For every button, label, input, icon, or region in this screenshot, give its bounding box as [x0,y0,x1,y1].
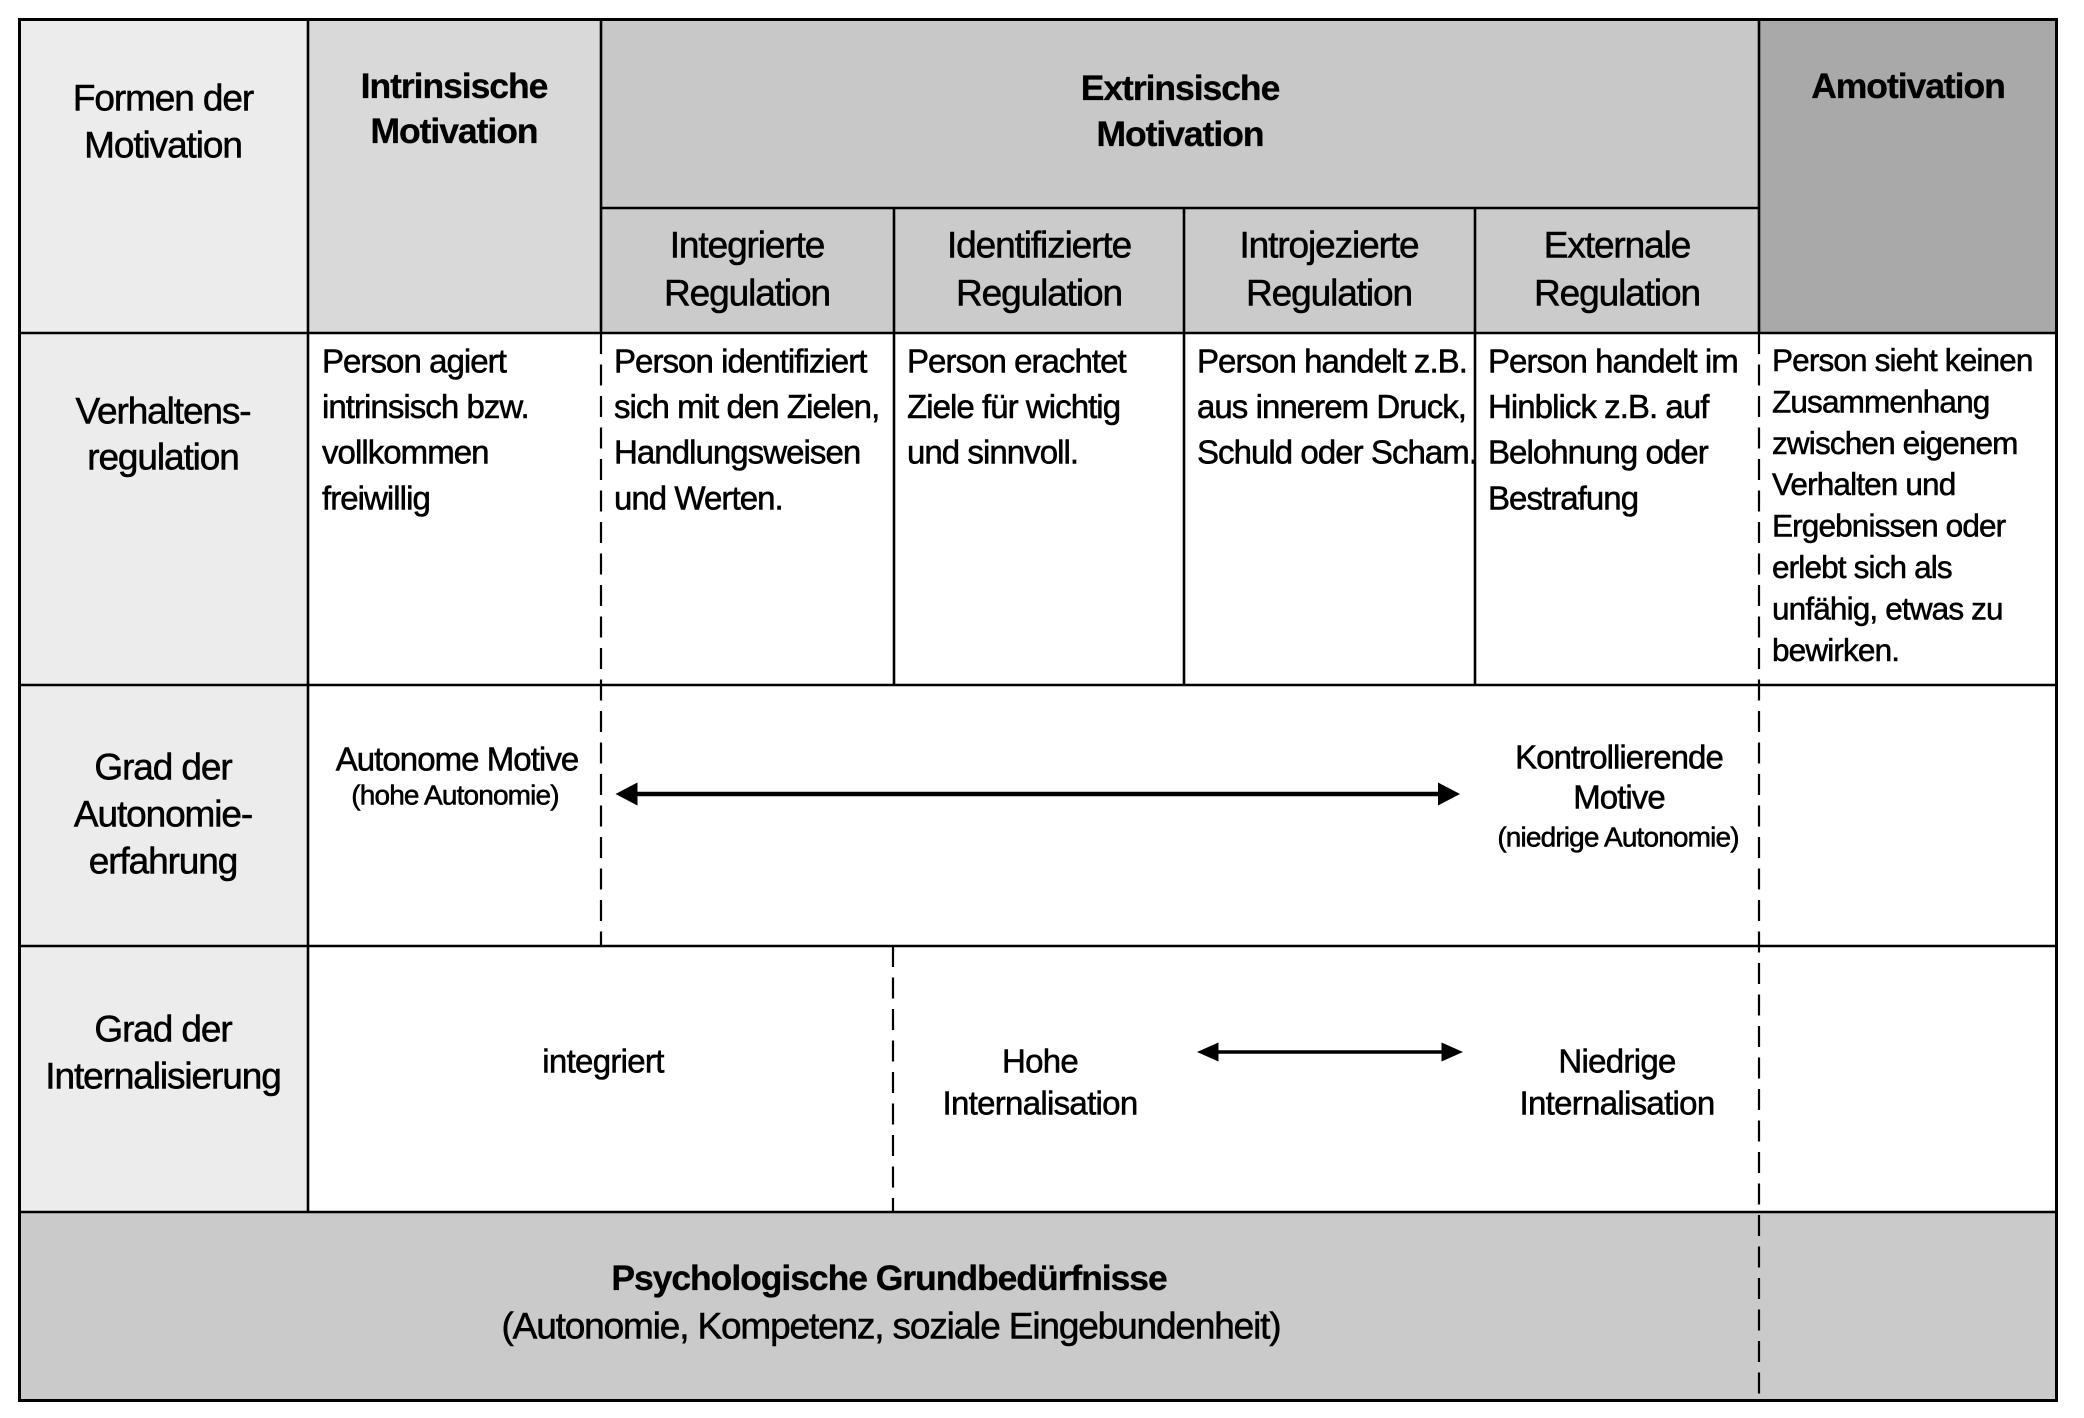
svg-text:Integrierte: Integrierte [670,225,825,266]
svg-text:bewirken.: bewirken. [1772,632,1899,668]
svg-text:(niedrige Autonomie): (niedrige Autonomie) [1497,822,1738,853]
svg-text:Person identifiziert: Person identifiziert [614,343,867,380]
svg-text:(hohe Autonomie): (hohe Autonomie) [351,780,558,811]
svg-text:Extrinsische: Extrinsische [1081,68,1280,108]
svg-text:Hinblick z.B. auf: Hinblick z.B. auf [1488,388,1710,425]
svg-text:Niedrige: Niedrige [1558,1043,1675,1080]
svg-text:Zusammenhang: Zusammenhang [1772,383,1989,419]
svg-text:vollkommen: vollkommen [322,434,489,471]
svg-text:Verhaltens-: Verhaltens- [75,391,250,432]
svg-text:erlebt sich als: erlebt sich als [1772,549,1952,585]
svg-text:Autonomie-: Autonomie- [74,794,252,835]
svg-text:Ziele für wichtig: Ziele für wichtig [907,388,1120,425]
svg-text:Person agiert: Person agiert [322,343,507,380]
svg-text:erfahrung: erfahrung [89,841,238,882]
svg-text:Kontrollierende: Kontrollierende [1515,739,1723,776]
svg-text:Person erachtet: Person erachtet [907,343,1126,380]
svg-text:Grad der: Grad der [94,747,232,788]
svg-text:Regulation: Regulation [1534,273,1700,314]
svg-text:Regulation: Regulation [664,273,830,314]
svg-text:Motivation: Motivation [371,111,538,151]
svg-text:Belohnung oder: Belohnung oder [1488,434,1709,471]
svg-text:Intrinsische: Intrinsische [361,66,548,106]
svg-text:Schuld oder Scham.: Schuld oder Scham. [1197,434,1477,471]
svg-text:Ergebnissen oder: Ergebnissen oder [1772,508,2006,544]
svg-text:intrinsisch bzw.: intrinsisch bzw. [322,388,529,425]
svg-text:Person handelt z.B.: Person handelt z.B. [1197,343,1467,380]
svg-text:Motive: Motive [1573,779,1665,816]
svg-text:Internalisierung: Internalisierung [45,1056,280,1097]
svg-text:Introjezierte: Introjezierte [1239,225,1418,266]
svg-text:Handlungsweisen: Handlungsweisen [614,434,860,471]
svg-text:Psychologische Grundbedürfniss: Psychologische Grundbedürfnisse [611,1258,1167,1298]
svg-text:Regulation: Regulation [1246,273,1412,314]
svg-text:integriert: integriert [542,1043,664,1080]
svg-text:Person sieht keinen: Person sieht keinen [1772,342,2033,378]
svg-text:Autonome Motive: Autonome Motive [336,741,579,778]
svg-text:zwischen eigenem: zwischen eigenem [1772,425,2018,461]
svg-text:freiwillig: freiwillig [322,479,430,516]
svg-text:Internalisation: Internalisation [1520,1085,1715,1122]
svg-text:Amotivation: Amotivation [1811,66,2005,106]
svg-text:(Autonomie, Kompetenz, soziale: (Autonomie, Kompetenz, soziale Eingebund… [502,1306,1281,1347]
svg-text:Verhalten und: Verhalten und [1772,466,1955,502]
svg-text:unfähig, etwas zu: unfähig, etwas zu [1772,590,2003,626]
svg-text:Hohe: Hohe [1002,1043,1078,1080]
svg-text:sich mit den Zielen,: sich mit den Zielen, [614,388,879,425]
svg-text:Identifizierte: Identifizierte [947,225,1131,266]
svg-text:Externale: Externale [1544,225,1690,266]
svg-text:Regulation: Regulation [956,273,1122,314]
svg-text:und Werten.: und Werten. [614,479,783,516]
svg-text:und sinnvoll.: und sinnvoll. [907,434,1078,471]
svg-text:Grad der: Grad der [94,1009,232,1050]
svg-text:Motivation: Motivation [84,125,242,166]
svg-text:regulation: regulation [87,437,239,478]
svg-text:Motivation: Motivation [1097,114,1264,154]
svg-text:aus innerem Druck,: aus innerem Druck, [1197,388,1466,425]
svg-text:Formen der: Formen der [73,78,254,119]
svg-text:Bestrafung: Bestrafung [1488,479,1638,516]
svg-text:Internalisation: Internalisation [943,1085,1138,1122]
svg-text:Person handelt im: Person handelt im [1488,343,1738,380]
